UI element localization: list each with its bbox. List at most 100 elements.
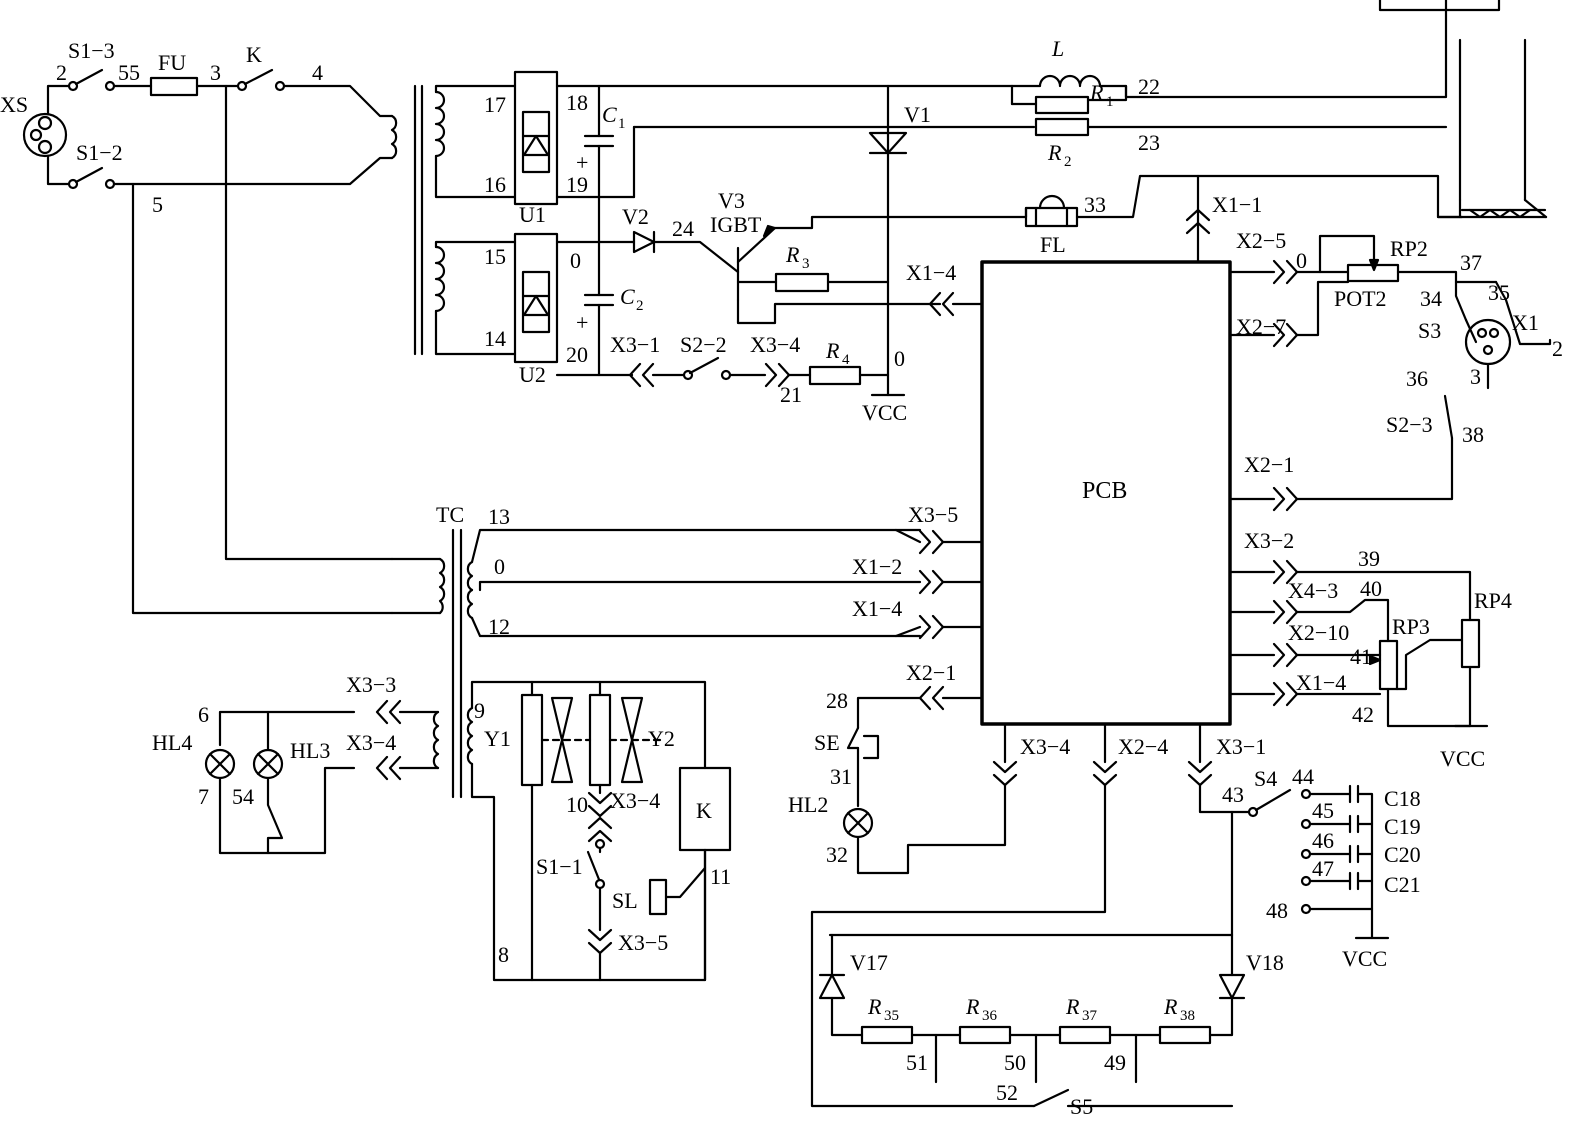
svg-text:34: 34 <box>1420 286 1442 311</box>
label-n3: 3 <box>210 60 221 85</box>
labels: XS S1−3 S1−2 2 55 FU 3 K 4 5 17 16 15 14… <box>0 36 1563 1119</box>
label-l: L <box>1051 36 1064 61</box>
svg-text:31: 31 <box>830 764 852 789</box>
label-v2: V2 <box>622 204 649 229</box>
svg-text:4: 4 <box>842 352 850 368</box>
svg-text:47: 47 <box>1312 856 1334 881</box>
svg-text:37: 37 <box>1082 1008 1098 1024</box>
svg-text:1: 1 <box>618 116 626 132</box>
label-x4-3: X4−3 <box>1288 578 1338 603</box>
xs-plug-pin-b <box>37 139 53 155</box>
label-n55: 55 <box>118 60 140 85</box>
svg-text:2: 2 <box>1552 336 1563 361</box>
switch-row <box>628 356 890 388</box>
rectifier-u1 <box>513 70 559 206</box>
label-igbt: IGBT <box>710 212 762 237</box>
svg-text:36: 36 <box>982 1008 998 1024</box>
label-v17: V17 <box>850 950 888 975</box>
svg-text:+: + <box>576 150 588 175</box>
svg-text:11: 11 <box>710 864 731 889</box>
svg-text:8: 8 <box>498 942 509 967</box>
label-x2-1b: X2−1 <box>906 660 956 685</box>
valve-y2 <box>588 693 612 787</box>
resistor-r35 <box>860 1025 914 1045</box>
svg-text:33: 33 <box>1084 192 1106 217</box>
label-x2-1a: X2−1 <box>1244 452 1294 477</box>
svg-text:0: 0 <box>894 346 905 371</box>
label-v18: V18 <box>1246 950 1284 975</box>
svg-text:21: 21 <box>780 382 802 407</box>
svg-text:7: 7 <box>198 784 209 809</box>
svg-text:17: 17 <box>484 92 506 117</box>
xs-plug-outer <box>22 112 68 158</box>
label-x1-4c: X1−4 <box>1296 670 1346 695</box>
label-n2: 2 <box>56 60 67 85</box>
svg-text:R: R <box>785 242 800 267</box>
xs-plug-pin-c <box>29 128 43 142</box>
label-x1-1: X1−1 <box>1212 192 1262 217</box>
label-c18: C18 <box>1384 786 1421 811</box>
label-s2-3: S2−3 <box>1386 412 1433 437</box>
mains-input <box>22 68 424 615</box>
svg-text:37: 37 <box>1460 250 1482 275</box>
svg-text:50: 50 <box>1004 1050 1026 1075</box>
label-x3-2: X3−2 <box>1244 528 1294 553</box>
valve-section <box>520 680 732 982</box>
label-hl3: HL3 <box>290 738 330 763</box>
svg-text:C: C <box>620 284 635 309</box>
svg-text:48: 48 <box>1266 898 1288 923</box>
svg-text:40: 40 <box>1360 576 1382 601</box>
potentiometer-rp3 <box>1378 639 1399 691</box>
svg-text:+: + <box>576 310 588 335</box>
label-s3: S3 <box>1418 318 1441 343</box>
label-rp3: RP3 <box>1392 614 1430 639</box>
label-u1: U1 <box>519 202 546 227</box>
resistor-r36 <box>958 1025 1012 1045</box>
svg-text:28: 28 <box>826 688 848 713</box>
svg-text:3: 3 <box>802 256 810 272</box>
svg-text:0: 0 <box>494 554 505 579</box>
svg-text:35: 35 <box>884 1008 899 1024</box>
igbt-section <box>630 84 1028 397</box>
svg-text:2: 2 <box>1064 154 1072 170</box>
svg-text:35: 35 <box>1488 280 1510 305</box>
label-s2-2: S2−2 <box>680 332 727 357</box>
svg-text:49: 49 <box>1104 1050 1126 1075</box>
svg-text:36: 36 <box>1406 366 1428 391</box>
svg-text:C: C <box>602 102 617 127</box>
label-x2-7: X2−7 <box>1236 314 1286 339</box>
svg-text:38: 38 <box>1180 1008 1195 1024</box>
svg-text:32: 32 <box>826 842 848 867</box>
label-s5: S5 <box>1070 1094 1093 1119</box>
label-x3-4d: X3−4 <box>1020 734 1070 759</box>
resistor-r1 <box>1034 95 1090 115</box>
svg-text:39: 39 <box>1358 546 1380 571</box>
svg-text:15: 15 <box>484 244 506 269</box>
label-x3-5a: X3−5 <box>908 502 958 527</box>
resistor-r4 <box>808 365 862 386</box>
x1-socket <box>1464 318 1512 366</box>
label-x2-10: X2−10 <box>1288 620 1349 645</box>
label-s1-1: S1−1 <box>536 854 583 879</box>
label-c21: C21 <box>1384 872 1421 897</box>
svg-text:R: R <box>867 994 882 1019</box>
indicator-lamps <box>204 699 440 855</box>
svg-text:51: 51 <box>906 1050 928 1075</box>
label-n4: 4 <box>312 60 323 85</box>
level-switch-sl <box>648 878 668 916</box>
svg-text:R: R <box>825 338 840 363</box>
label-x3-5b: X3−5 <box>618 930 668 955</box>
label-x2-4: X2−4 <box>1118 734 1168 759</box>
label-xs: XS <box>0 92 28 117</box>
label-tc: TC <box>436 502 464 527</box>
label-x3-1a: X3−1 <box>610 332 660 357</box>
label-n5: 5 <box>152 192 163 217</box>
svg-text:38: 38 <box>1462 422 1484 447</box>
label-x3-4c: X3−4 <box>610 788 660 813</box>
se-hl2-section <box>842 685 1018 875</box>
label-s1-3: S1−3 <box>68 38 115 63</box>
xs-plug-pin-a <box>37 115 53 131</box>
svg-text:23: 23 <box>1138 130 1160 155</box>
label-fl: FL <box>1040 232 1066 257</box>
